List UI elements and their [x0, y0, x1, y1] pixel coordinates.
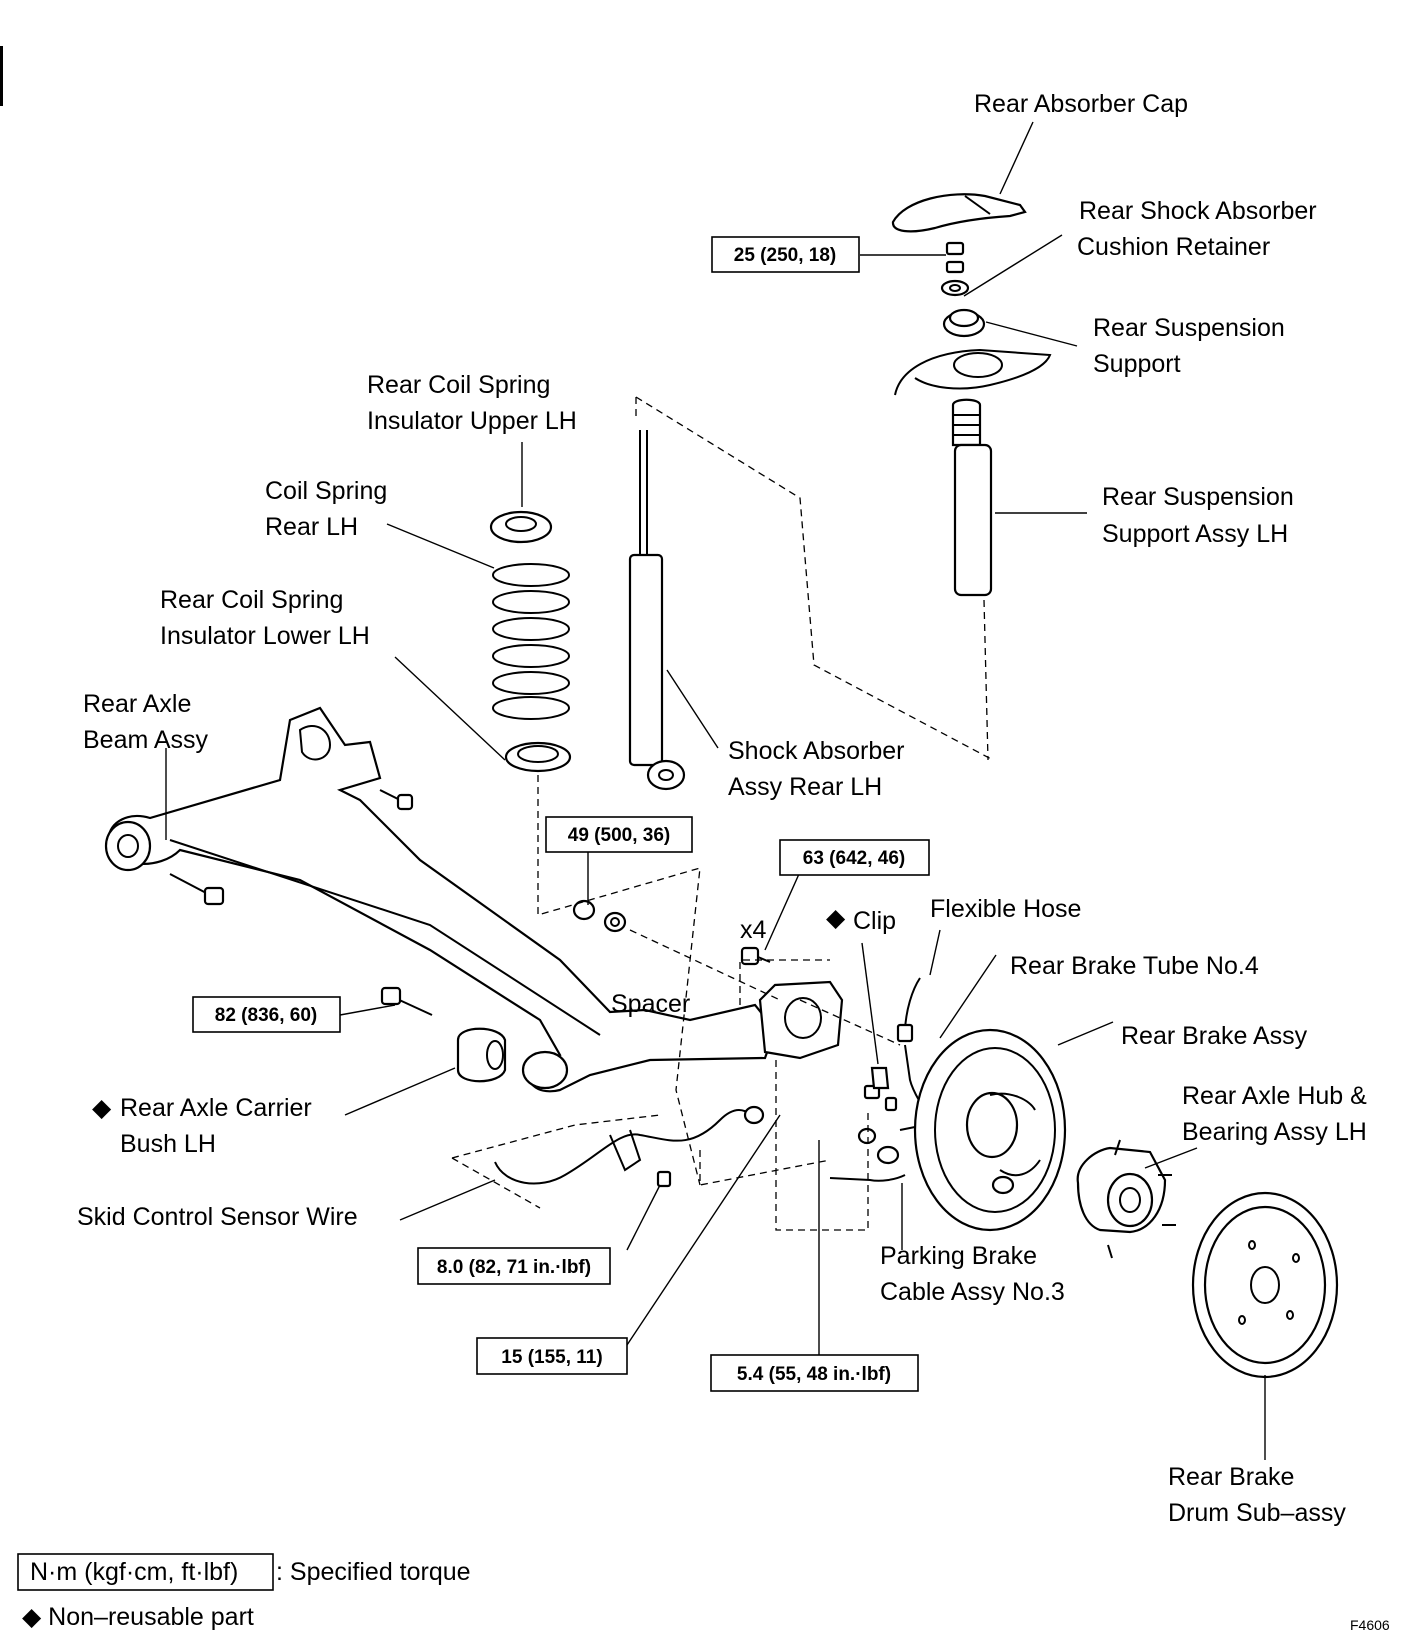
axle-carrier-flange-drawing — [758, 980, 844, 1060]
torque-box-82: 82 (836, 60) — [192, 996, 341, 1033]
torque-15-value: 15 (155, 11) — [501, 1347, 602, 1368]
label-hub-bearing-line2: Bearing Assy LH — [1182, 1118, 1367, 1146]
figure-code: F4606 — [1350, 1617, 1390, 1633]
parking-brake-cable-drawing — [829, 1127, 906, 1182]
assembly-guide-lines — [451, 396, 994, 1231]
coil-spring-insulator-upper-drawing — [489, 510, 553, 544]
coil-spring-insulator-lower-drawing — [504, 741, 572, 773]
label-parking-cable-line1: Parking Brake — [880, 1242, 1037, 1270]
label-carrier-bush-line1: Rear Axle Carrier — [120, 1094, 312, 1122]
legend-nonreusable: ◆ Non–reusable part — [22, 1603, 254, 1631]
absorber-nut-drawing — [940, 241, 970, 297]
label-insulator-upper-line1: Rear Coil Spring — [367, 371, 550, 399]
legend-unit-box — [17, 1553, 274, 1591]
rear-absorber-cap-drawing — [891, 193, 1027, 233]
label-spacer: Spacer — [611, 990, 690, 1018]
torque-box-15: 15 (155, 11) — [476, 1337, 628, 1375]
legend: N·m (kgf·cm, ft·lbf) : Specified torque … — [17, 1553, 1390, 1633]
label-rear-absorber-cap: Rear Absorber Cap — [974, 90, 1188, 118]
torque-63-value: 63 (642, 46) — [803, 848, 905, 869]
torque-box-54: 5.4 (55, 48 in.·lbf) — [710, 1354, 919, 1392]
torque-82-value: 82 (836, 60) — [215, 1005, 317, 1026]
torque-box-8: 8.0 (82, 71 in.·lbf) — [417, 1247, 611, 1285]
margin-mark — [0, 46, 3, 106]
torque-box-63: 63 (642, 46) — [779, 839, 930, 876]
label-x4: x4 — [740, 916, 767, 944]
torque-box-49: 49 (500, 36) — [545, 816, 693, 853]
skid-control-sensor-wire-drawing — [494, 1105, 765, 1188]
torque-specs: 25 (250, 18) 49 (500, 36) 63 (642, 46) 8… — [192, 236, 930, 1392]
legend-unit-box-text: N·m (kgf·cm, ft·lbf) — [30, 1558, 238, 1586]
clip-drawing — [870, 1066, 890, 1090]
rear-suspension-support-drawing — [894, 308, 1052, 396]
label-insulator-upper-line2: Insulator Upper LH — [367, 407, 577, 435]
torque-49-value: 49 (500, 36) — [568, 825, 670, 846]
torque-box-25: 25 (250, 18) — [711, 236, 860, 273]
label-skid-sensor: Skid Control Sensor Wire — [77, 1203, 358, 1231]
leader-lines — [165, 121, 1266, 1460]
rear-suspension-support-assy-drawing — [951, 398, 993, 597]
label-brake-assy: Rear Brake Assy — [1121, 1022, 1308, 1050]
label-clip-diamond: ◆ — [826, 904, 846, 932]
label-clip: Clip — [853, 907, 896, 935]
label-shock-absorber-line2: Assy Rear LH — [728, 773, 882, 801]
label-brake-tube: Rear Brake Tube No.4 — [1010, 952, 1259, 980]
label-insulator-lower-line2: Insulator Lower LH — [160, 622, 370, 650]
label-suspension-support-line1: Rear Suspension — [1093, 314, 1285, 342]
label-axle-beam-line2: Beam Assy — [83, 726, 209, 754]
flexible-hose-drawing — [896, 977, 921, 1043]
label-axle-beam-line1: Rear Axle — [83, 690, 191, 718]
label-coil-spring-line2: Rear LH — [265, 513, 358, 541]
label-drum-line1: Rear Brake — [1168, 1463, 1294, 1491]
label-cushion-retainer-line2: Cushion Retainer — [1077, 233, 1270, 261]
label-shock-absorber-line1: Shock Absorber — [728, 737, 905, 765]
coil-spring-drawing — [492, 563, 570, 720]
label-support-assy-line2: Support Assy LH — [1102, 520, 1288, 548]
torque-54-value: 5.4 (55, 48 in.·lbf) — [737, 1364, 891, 1385]
label-insulator-lower-line1: Rear Coil Spring — [160, 586, 343, 614]
shock-absorber-drawing — [628, 430, 686, 791]
label-carrier-bush-diamond: ◆ — [92, 1094, 112, 1122]
label-carrier-bush-line2: Bush LH — [120, 1130, 216, 1158]
legend-unit-description: : Specified torque — [276, 1558, 471, 1586]
rear-brake-drum-drawing — [1191, 1191, 1339, 1379]
label-cushion-retainer-line1: Rear Shock Absorber — [1079, 197, 1317, 225]
label-drum-line2: Drum Sub–assy — [1168, 1499, 1346, 1527]
rear-axle-hub-bearing-drawing — [1076, 1139, 1176, 1259]
rear-axle-carrier-bush-drawing — [456, 1027, 507, 1083]
part-labels: Rear Absorber Cap Rear Shock Absorber Cu… — [77, 90, 1367, 1527]
label-parking-cable-line2: Cable Assy No.3 — [880, 1278, 1065, 1306]
label-hub-bearing-line1: Rear Axle Hub & — [1182, 1082, 1367, 1110]
label-coil-spring-line1: Coil Spring — [265, 477, 387, 505]
rear-brake-assy-drawing — [913, 1028, 1067, 1232]
label-flexible-hose: Flexible Hose — [930, 895, 1081, 923]
torque-8-value: 8.0 (82, 71 in.·lbf) — [437, 1257, 591, 1278]
label-support-assy-line1: Rear Suspension — [1102, 483, 1294, 511]
torque-25-value: 25 (250, 18) — [734, 245, 836, 266]
label-suspension-support-line2: Support — [1093, 350, 1181, 378]
rear-axle-beam-drawing — [104, 706, 777, 1093]
